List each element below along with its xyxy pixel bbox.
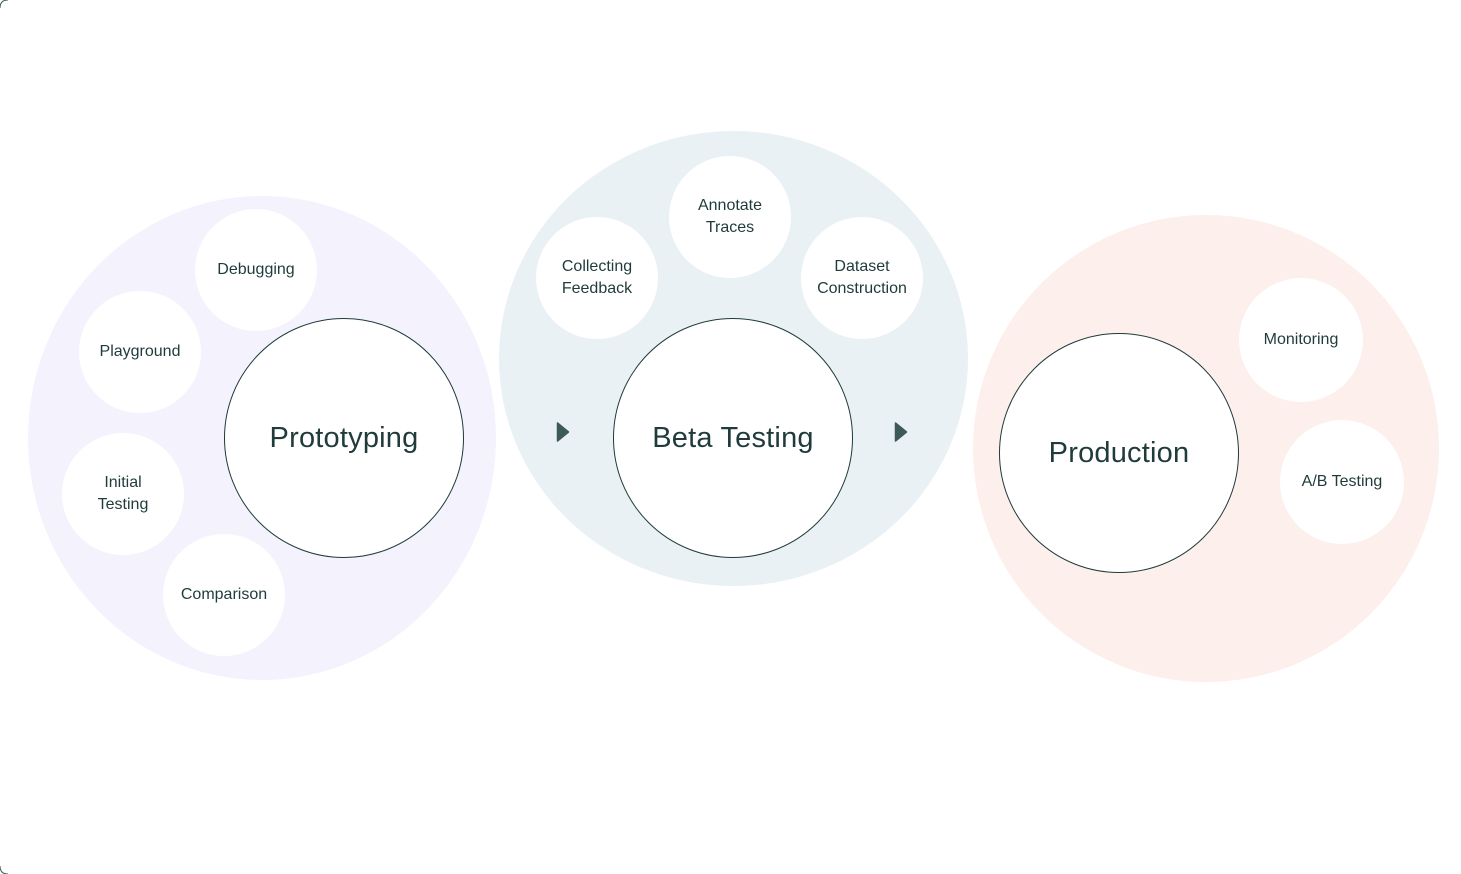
frame-corner-top-left (0, 0, 9, 9)
activity-initial-testing-label: Initial Testing (97, 474, 149, 513)
activity-annotate-traces: Annotate Traces (669, 156, 791, 278)
production-core: Production (999, 333, 1239, 573)
activity-comparison-label: Comparison (180, 586, 268, 603)
activity-comparison: Comparison (163, 534, 285, 656)
activity-annotate-traces-label: Annotate Traces (697, 197, 763, 236)
activity-ab-testing: A/B Testing (1280, 420, 1404, 544)
production-title: Production (1048, 436, 1190, 469)
activity-dataset-construction-label: Dataset Construction (817, 258, 907, 297)
activity-monitoring-label: Monitoring (1263, 331, 1339, 348)
triangle-right-icon (556, 422, 570, 442)
activity-debugging-label: Debugging (217, 261, 295, 278)
beta-testing-title: Beta Testing (652, 421, 814, 454)
activity-debugging: Debugging (195, 209, 317, 331)
activity-collecting-feedback: Collecting Feedback (536, 217, 658, 339)
activity-monitoring: Monitoring (1239, 278, 1363, 402)
activity-collecting-feedback-label: Collecting Feedback (561, 258, 633, 297)
activity-ab-testing-label: A/B Testing (1301, 473, 1383, 490)
activity-playground: Playground (79, 291, 201, 413)
prototyping-core: Prototyping (224, 318, 464, 558)
activity-playground-label: Playground (99, 343, 181, 360)
triangle-right-icon (894, 422, 908, 442)
prototyping-title: Prototyping (269, 421, 419, 454)
beta-testing-core: Beta Testing (613, 318, 853, 558)
activity-initial-testing: Initial Testing (62, 433, 184, 555)
activity-dataset-construction: Dataset Construction (801, 217, 923, 339)
frame-corner-bottom-left (0, 865, 9, 874)
